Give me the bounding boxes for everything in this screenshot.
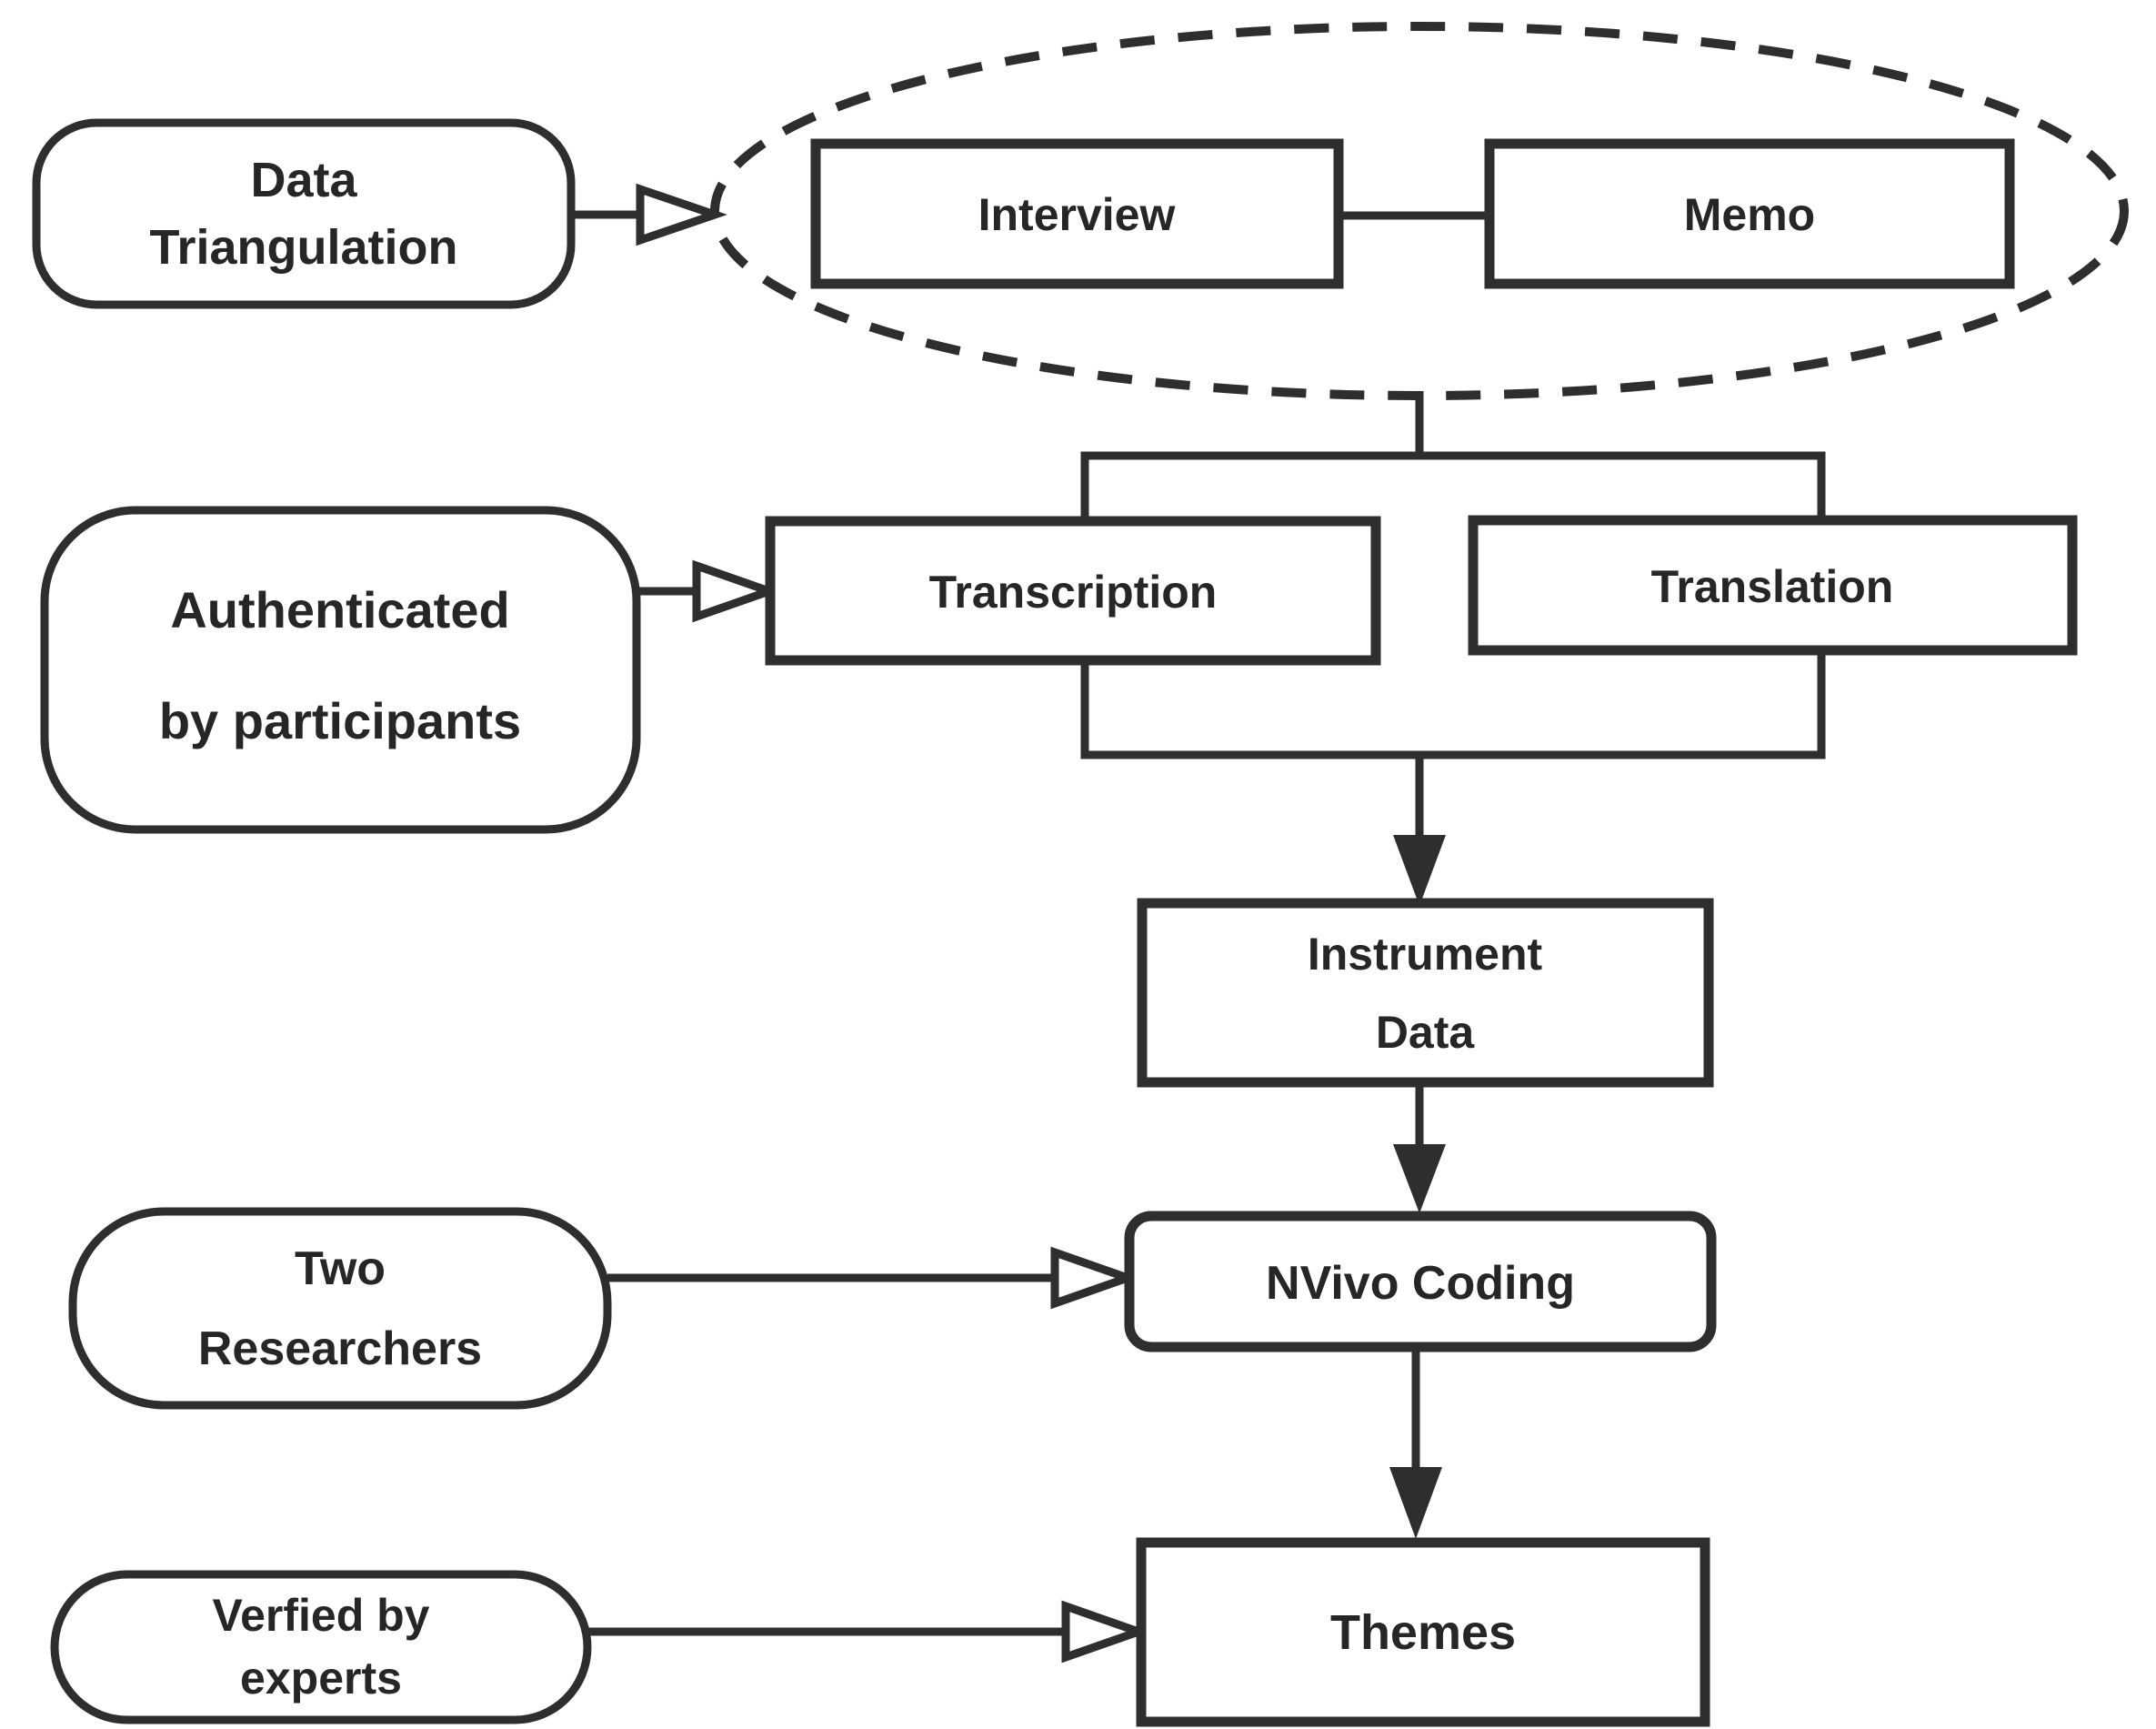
open-arrowhead-icon — [1050, 1246, 1140, 1310]
edge-datatriangulation-to-group — [571, 183, 727, 246]
node-authenticated-by-participants: Authenticated by participants — [40, 506, 641, 834]
data-triangulation-label-line2: Triangulation — [149, 220, 457, 275]
transcription-label: Transcription — [929, 567, 1218, 618]
node-nvivo-coding: NVivo Coding — [1124, 1211, 1717, 1352]
instrument-data-box — [1137, 898, 1714, 1088]
edge-bracket-to-instrument-data — [1393, 755, 1446, 906]
node-translation: Translation — [1468, 515, 2078, 656]
filled-arrowhead-icon — [1389, 1467, 1442, 1539]
nvivo-coding-label: NVivo Coding — [1266, 1257, 1575, 1310]
translation-label: Translation — [1651, 561, 1894, 612]
edge-nvivo-to-themes — [1389, 1347, 1442, 1539]
filled-arrowhead-icon — [1393, 835, 1446, 906]
edge-verified-to-themes — [587, 1600, 1151, 1664]
node-interview: Interview — [810, 138, 1344, 289]
open-arrowhead-icon — [692, 559, 782, 623]
node-memo: Memo — [1484, 138, 2015, 289]
data-triangulation-bubble — [32, 118, 576, 309]
edge-tworesearchers-to-nvivo — [607, 1246, 1140, 1310]
two-researchers-label-line1: Two — [295, 1242, 386, 1295]
edge-instrument-to-nvivo — [1393, 1082, 1446, 1213]
open-arrowhead-icon — [636, 183, 727, 246]
verified-by-experts-bubble — [50, 1570, 592, 1724]
node-transcription: Transcription — [765, 516, 1381, 666]
verified-by-experts-label-line2: experts — [240, 1653, 402, 1704]
authenticated-bubble — [40, 506, 641, 834]
themes-label: Themes — [1330, 1605, 1516, 1660]
node-verified-by-experts: Verfied by experts — [50, 1570, 592, 1724]
translation-box — [1468, 515, 2078, 656]
open-arrowhead-icon — [1061, 1600, 1151, 1664]
edge-authenticated-to-transcription — [637, 559, 782, 623]
interview-label: Interview — [978, 189, 1176, 240]
node-instrument-data: Instrument Data — [1137, 898, 1714, 1088]
node-data-triangulation: Data Triangulation — [32, 118, 576, 309]
two-researchers-bubble — [68, 1207, 612, 1410]
two-researchers-label-line2: Researchers — [198, 1322, 482, 1375]
data-triangulation-label-line1: Data — [250, 153, 357, 207]
interview-box — [810, 138, 1344, 289]
verified-by-experts-label-line1: Verfied by — [213, 1590, 430, 1641]
node-two-researchers: Two Researchers — [68, 1207, 612, 1410]
instrument-data-label-line2: Data — [1376, 1007, 1476, 1058]
memo-label: Memo — [1684, 189, 1815, 240]
authenticated-label-line2: by participants — [159, 692, 521, 749]
nvivo-coding-box — [1124, 1211, 1717, 1352]
themes-box — [1136, 1537, 1710, 1727]
instrument-data-label-line1: Instrument — [1308, 929, 1543, 980]
filled-arrowhead-icon — [1393, 1144, 1446, 1213]
node-themes: Themes — [1136, 1537, 1710, 1727]
authenticated-label-line1: Authenticated — [170, 581, 509, 638]
transcription-box — [765, 516, 1381, 666]
